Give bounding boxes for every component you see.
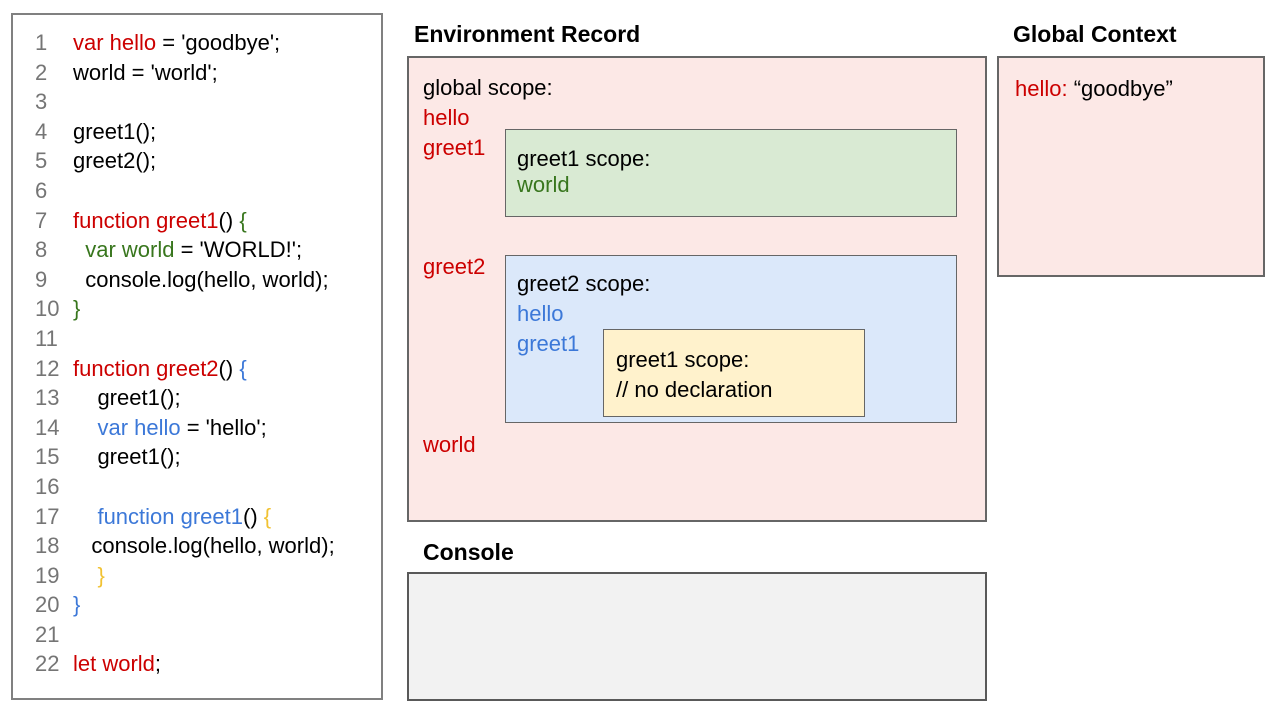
code-line: 17 function greet1() {	[35, 502, 375, 532]
global-context-box: hello: “goodbye”	[997, 56, 1265, 277]
code-lines: 1 var hello = 'goodbye'; 2 world = 'world';…	[35, 28, 375, 679]
code-text: let world;	[73, 651, 162, 677]
global-var-world: world	[423, 432, 476, 457]
code-text: greet2();	[73, 148, 157, 174]
code-line: 1 var hello = 'goodbye';	[35, 28, 375, 58]
code-line: 4 greet1();	[35, 117, 375, 147]
greet2-scope-label: greet2 scope:	[517, 271, 651, 296]
console-box	[407, 572, 987, 701]
greet2-scope-var-greet1: greet1	[517, 331, 580, 356]
code-line: 10}	[35, 294, 375, 324]
code-line: 8 var world = 'WORLD!';	[35, 235, 375, 265]
line-number: 21	[35, 621, 60, 647]
code-line: 15 greet1();	[35, 442, 375, 472]
line-number: 10	[35, 296, 60, 322]
greet1-scope-label: greet1 scope:	[517, 146, 651, 171]
greet1-scope-box: greet1 scope: world	[505, 129, 957, 217]
code-line: 5 greet2();	[35, 146, 375, 176]
nested-greet1-scope-comment: // no declaration	[616, 377, 773, 402]
code-line: 20}	[35, 590, 375, 620]
global-context-entry: hello: “goodbye”	[1015, 76, 1173, 102]
greet2-scope-var-hello: hello	[517, 301, 564, 326]
line-number: 17	[35, 503, 60, 529]
line-number: 5	[35, 148, 48, 174]
code-text: var hello = 'hello';	[97, 414, 267, 440]
line-number: 12	[35, 355, 60, 381]
code-line: 11	[35, 324, 375, 354]
nested-greet1-scope-box: greet1 scope: // no declaration	[603, 329, 865, 417]
code-line: 19 }	[35, 561, 375, 591]
global-context-entry-value: “goodbye”	[1067, 76, 1173, 101]
nested-greet1-scope-label: greet1 scope:	[616, 347, 750, 372]
line-number: 16	[35, 473, 60, 499]
code-text: greet1();	[73, 385, 181, 411]
code-text: console.log(hello, world);	[73, 266, 329, 292]
line-number: 3	[35, 89, 48, 115]
line-number: 18	[35, 533, 60, 559]
environment-record-title: Environment Record	[414, 21, 641, 47]
global-var-greet1: greet1	[423, 135, 486, 160]
code-line: 12 function greet2() {	[35, 354, 375, 384]
global-context-title: Global Context	[1013, 21, 1177, 47]
global-var-hello: hello	[423, 105, 470, 130]
global-context-entry-key: hello:	[1015, 76, 1068, 101]
code-line: 9 console.log(hello, world);	[35, 265, 375, 295]
code-line: 14 var hello = 'hello';	[35, 413, 375, 443]
code-text: }	[73, 296, 81, 322]
greet1-scope-var-world: world	[517, 172, 570, 197]
line-number: 4	[35, 118, 48, 144]
global-var-greet2: greet2	[423, 254, 486, 279]
code-line: 7 function greet1() {	[35, 206, 375, 236]
code-text: function greet1() {	[97, 503, 272, 529]
code-text: }	[73, 592, 81, 618]
code-line: 6	[35, 176, 375, 206]
code-text: var world = 'WORLD!';	[85, 237, 303, 263]
code-text: function greet1() {	[73, 207, 247, 233]
line-number: 15	[35, 444, 60, 470]
line-number: 2	[35, 59, 48, 85]
line-number: 6	[35, 177, 48, 203]
code-line: 3	[35, 87, 375, 117]
code-line: 13 greet1();	[35, 383, 375, 413]
code-text: world = 'world';	[73, 59, 218, 85]
line-number: 11	[35, 325, 58, 351]
line-number: 22	[35, 651, 60, 677]
line-number: 7	[35, 207, 48, 233]
environment-record-box: global scope: hello greet1 greet2 world …	[407, 56, 987, 522]
line-number: 9	[35, 266, 48, 292]
greet2-scope-box: greet2 scope: hello greet1 greet1 scope:…	[505, 255, 957, 423]
line-number: 14	[35, 414, 60, 440]
code-text: }	[97, 562, 105, 588]
code-text: greet1();	[73, 118, 157, 144]
code-line: 18 console.log(hello, world);	[35, 531, 375, 561]
code-text: console.log(hello, world);	[73, 533, 335, 559]
code-line: 21	[35, 620, 375, 650]
code-text: var hello = 'goodbye';	[73, 30, 281, 55]
code-text: function greet2() {	[73, 355, 247, 381]
code-line: 22 let world;	[35, 649, 375, 679]
line-number: 1	[35, 30, 48, 55]
global-scope-label: global scope:	[423, 75, 553, 100]
line-number: 8	[35, 237, 48, 263]
line-number: 13	[35, 385, 60, 411]
console-title: Console	[423, 539, 514, 565]
code-panel: 1 var hello = 'goodbye'; 2 world = 'world';…	[11, 13, 383, 700]
code-line: 2 world = 'world';	[35, 58, 375, 88]
line-number: 20	[35, 592, 60, 618]
line-number: 19	[35, 562, 60, 588]
code-text: greet1();	[73, 444, 181, 470]
code-line: 16	[35, 472, 375, 502]
